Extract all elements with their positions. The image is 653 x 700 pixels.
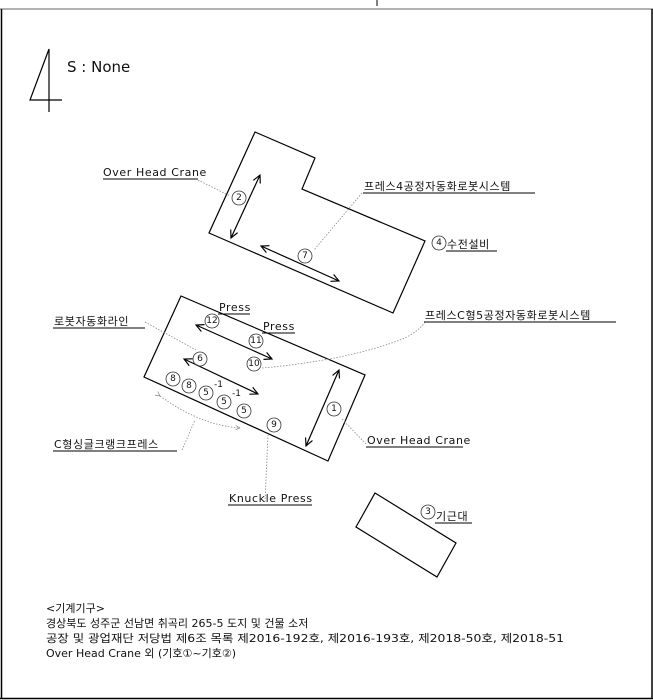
svg-text:5: 5 [221,397,227,407]
svg-text:10: 10 [248,359,260,369]
press4-robot-system-label: 프레스4공정자동화로봇시스템 [364,180,511,193]
svg-text:8: 8 [170,374,176,384]
c-crank-press-label: C형싱글크랭크프레스 [54,438,159,451]
marker-8a: 8 [165,371,181,387]
svg-text:2: 2 [236,193,242,203]
svg-text:-1: -1 [232,389,241,399]
lower-crane-label: Over Head Crane [367,434,471,447]
knuckle-press-label: Knuckle Press [229,492,313,505]
marker-5-1a: 5 -1 [198,380,223,401]
c-robot-system-leader [261,321,426,369]
robot-7-travel-arrow [261,246,339,281]
svg-text:1: 1 [331,404,337,414]
svg-text:6: 6 [197,354,203,364]
svg-text:12: 12 [206,316,217,326]
marker-12: 12 [204,313,220,329]
svg-text:5: 5 [203,388,209,398]
svg-text:5: 5 [241,406,247,416]
notes-line-1: 경상북도 성주군 선남면 취곡리 265-5 도지 및 건물 소저 [46,617,308,630]
c-crank-press-leader [181,419,196,451]
marker-7: 7 [297,248,313,264]
scale-label: S : None [67,58,130,76]
marker-4: 4 [431,235,447,251]
upper-building-outline [208,131,426,314]
line-12-arrow [196,325,272,359]
crane-2-leader [197,179,231,197]
press-label-a: Press [219,301,251,314]
marker-1: 1 [326,401,342,417]
svg-text:11: 11 [250,336,261,346]
power-facility-label: 수전설비 [447,238,490,251]
upper-building: 2 7 4 Over Head Crane 프레스4공정자동화로봇시스템 수전설… [103,131,535,314]
svg-text:-1: -1 [214,380,223,390]
c-crank-press-arc [160,396,240,428]
marker-8b: 8 [181,378,197,394]
crane-2-travel-arrow [231,175,260,238]
notes-line-3: Over Head Crane 외 (기호①~기호②) [46,647,236,660]
marker-2: 2 [231,190,247,206]
small-building-outline [355,492,457,578]
small-building: 3 기근대 [355,492,472,578]
marker-3: 3 [420,504,436,520]
marker-6: 6 [192,351,208,367]
robot-line-label: 로봇자동화라인 [54,315,129,328]
robot-7-leader [313,192,363,251]
svg-text:8: 8 [186,381,192,391]
robot-line-leader [144,321,197,351]
notes-block: <기계기구> 경상북도 성주군 선남면 취곡리 265-5 도지 및 건물 소저… [46,602,564,660]
marker-5: 5 [236,403,252,419]
svg-text:9: 9 [271,420,277,430]
svg-text:4: 4 [436,238,442,248]
marker-5-1b: 5 -1 [216,389,241,410]
marker-11: 11 [248,333,264,349]
upper-crane-label: Over Head Crane [103,166,207,179]
marker-9: 9 [266,417,282,433]
svg-text:7: 7 [302,251,308,261]
svg-text:3: 3 [425,507,431,517]
lower-building-outline [143,295,366,462]
notes-title: <기계기구> [46,602,105,615]
marker-10: 10 [246,356,262,372]
press-label-b: Press [263,320,295,333]
lower-building: 12 11 10 6 8 8 5-1 5-1 5 9 1 로봇자동화라인 Pre… [53,295,616,506]
knuckle-press-leader [264,434,269,503]
press-c-robot-system-label: 프레스C형5공정자동화로봇시스템 [425,309,591,322]
small-building-label: 기근대 [436,510,468,523]
crane-1-leader [340,417,367,445]
notes-line-2: 공장 및 광업재단 저당법 제6조 목록 제2016-192호, 제2016-1… [46,632,564,645]
crane-1-travel-arrow [306,370,339,446]
north-arrow-icon [29,48,62,112]
